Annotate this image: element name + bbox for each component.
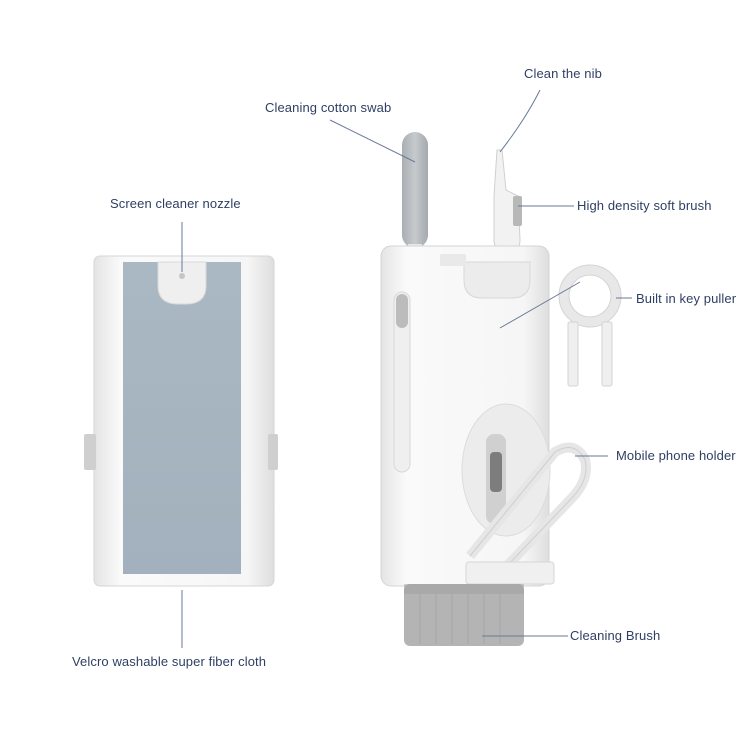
callout-lines xyxy=(181,89,632,648)
label-cleaning-brush: Cleaning Brush xyxy=(570,628,661,643)
screen-cleaner-nozzle xyxy=(157,261,207,305)
multi-tool-device xyxy=(380,132,591,646)
label-screen-nozzle: Screen cleaner nozzle xyxy=(110,196,241,211)
label-phone-holder: Mobile phone holder xyxy=(616,448,736,463)
pen-nib-tool xyxy=(493,149,522,253)
label-fiber-cloth: Velcro washable super fiber cloth xyxy=(72,654,267,669)
cleaning-brush-bristles xyxy=(404,584,524,646)
label-clean-nib: Clean the nib xyxy=(524,66,602,81)
spray-bottle-device xyxy=(84,255,278,587)
phone-holder-stand xyxy=(466,442,591,572)
fiber-cloth xyxy=(123,262,241,574)
key-puller-tool xyxy=(558,264,622,387)
label-soft-brush: High density soft brush xyxy=(577,198,712,213)
label-key-puller: Built in key puller xyxy=(636,291,737,306)
label-cotton-swab: Cleaning cotton swab xyxy=(265,100,392,115)
